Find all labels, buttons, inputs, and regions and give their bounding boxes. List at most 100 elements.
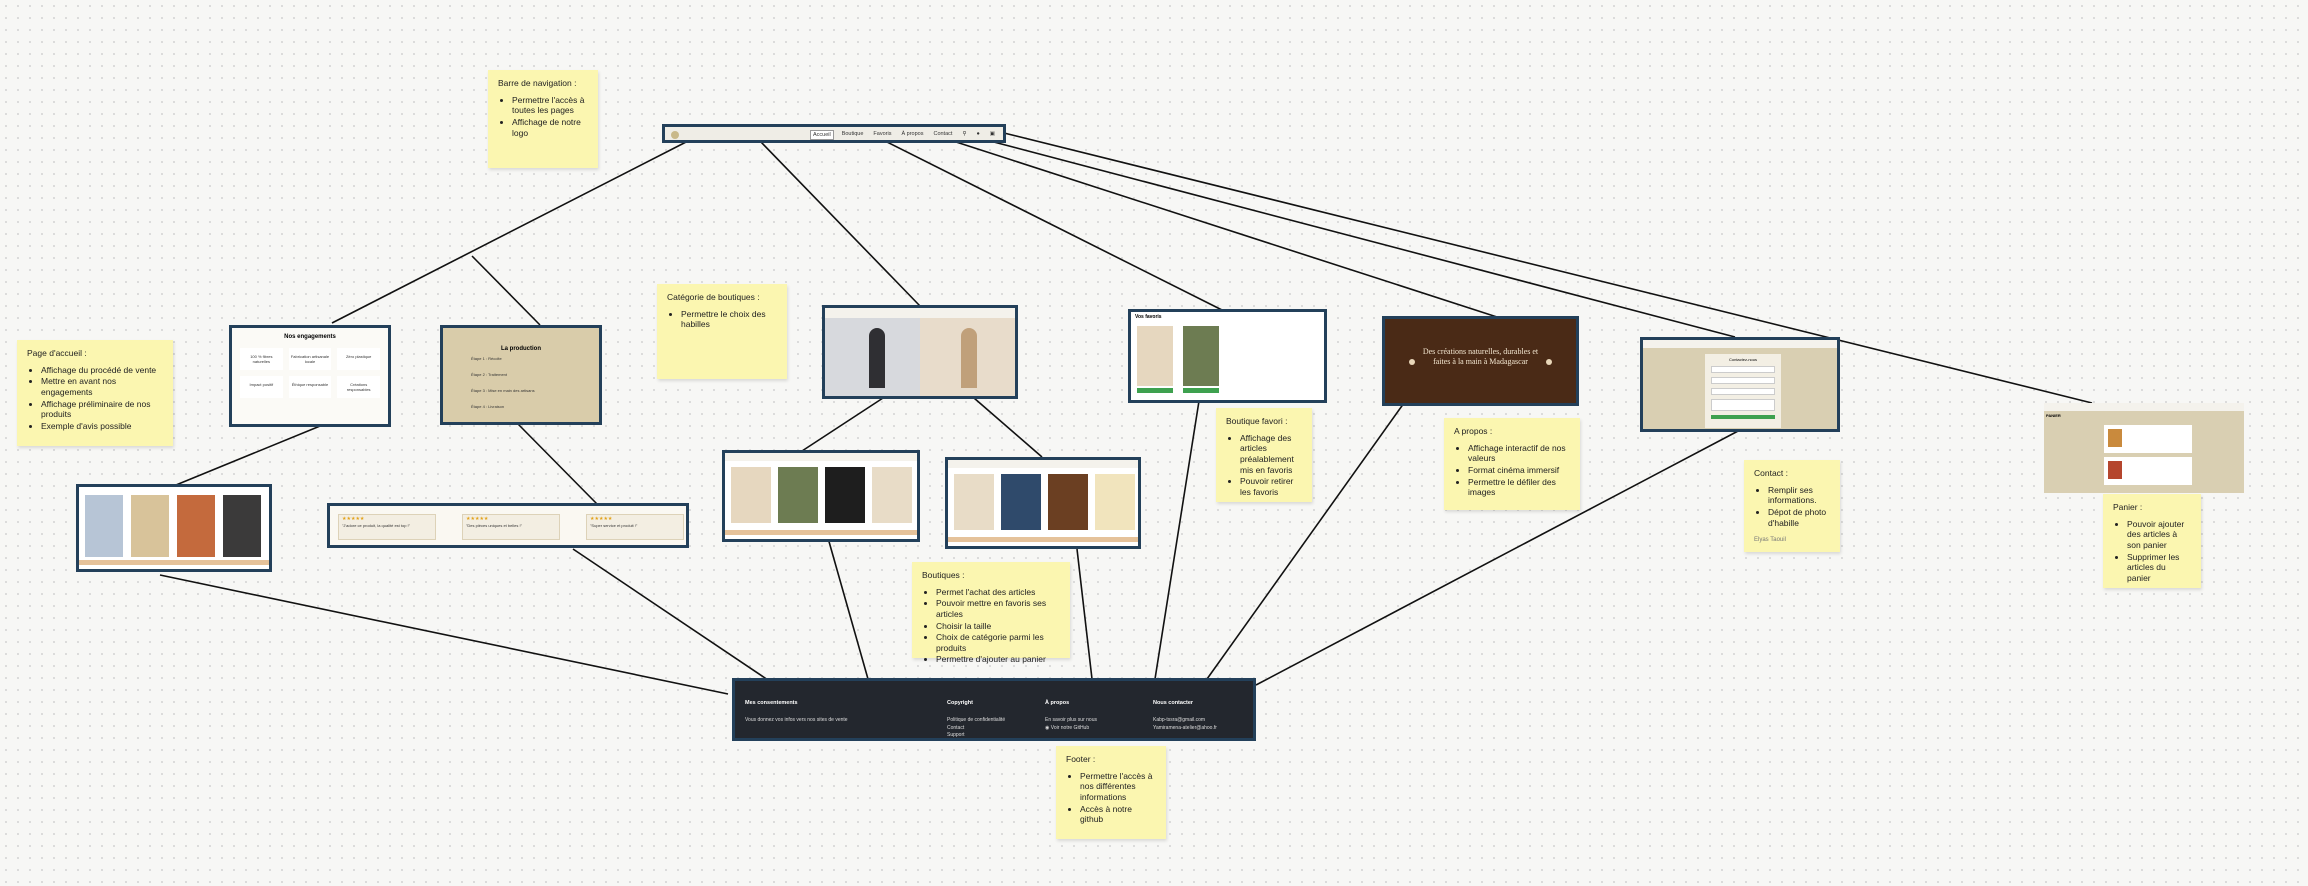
- engagement-card: Fabrication artisanale locale: [288, 348, 332, 370]
- user-icon: ●: [976, 131, 980, 137]
- nav-item-apropos: À propos: [901, 131, 924, 137]
- search-icon: ⚲: [962, 131, 967, 137]
- nav-item-contact: Contact: [933, 131, 953, 137]
- favorites-screenshot: Vos favoris: [1128, 309, 1327, 403]
- note-item: Pouvoir mettre en favoris ses articles: [936, 598, 1060, 619]
- engagements-screenshot: Nos engagements 100 % fibres naturelles …: [229, 325, 391, 427]
- note-item: Affichage des articles préalablement mis…: [1240, 433, 1302, 476]
- footer-link: Voir notre GitHub: [1050, 724, 1090, 731]
- footer-text: En savoir plus sur nous: [1045, 717, 1097, 724]
- note-item: Affichage de notre logo: [512, 117, 588, 138]
- footer-link: Support: [947, 732, 965, 739]
- note-item: Supprimer les articles du panier: [2127, 552, 2191, 584]
- review-stars: ★★★★★: [466, 516, 489, 522]
- note-boutiques: Boutiques : Permet l'achat des articles …: [912, 562, 1070, 664]
- production-screenshot: La production Étape 1 : Récolte Étape 2 …: [440, 325, 602, 425]
- note-home: Page d'accueil : Affichage du procédé de…: [17, 340, 173, 446]
- note-favorites: Boutique favori : Affichage des articles…: [1216, 408, 1312, 502]
- logo-icon: [671, 131, 679, 139]
- footer-text: Vous donnez vos infos vers nos sites de …: [745, 717, 848, 724]
- note-category: Catégorie de boutiques : Permettre le ch…: [657, 284, 787, 379]
- note-footer: Footer : Permettre l'accès à nos différe…: [1056, 746, 1166, 839]
- review-stars: ★★★★★: [590, 516, 613, 522]
- note-navbar: Barre de navigation : Permettre l'accès …: [488, 70, 598, 168]
- cart-screenshot: PANIER: [2044, 403, 2244, 493]
- footer-col-title: Mes consentements: [745, 700, 798, 706]
- note-item: Affichage du procédé de vente: [41, 365, 163, 376]
- note-item: Permettre le choix des habilles: [681, 309, 777, 330]
- production-title: La production: [501, 346, 541, 352]
- products-preview-screenshot: [76, 484, 272, 572]
- favorites-heading: Vos favoris: [1135, 314, 1162, 320]
- note-title: Contact :: [1754, 468, 1789, 478]
- review-stars: ★★★★★: [342, 516, 365, 522]
- note-cart: Panier : Pouvoir ajouter des articles à …: [2103, 494, 2201, 588]
- note-about: A propos : Affichage interactif de nos v…: [1444, 418, 1580, 510]
- footer-col-title: Nous contacter: [1153, 700, 1194, 706]
- note-item: Permet l'achat des articles: [936, 587, 1060, 598]
- navbar-screenshot: Accueil Boutique Favoris À propos Contac…: [662, 124, 1006, 143]
- note-item: Permettre d'ajouter au panier: [936, 654, 1060, 665]
- engagement-card: Impact positif: [240, 376, 283, 398]
- cart-icon: ▣: [989, 131, 995, 137]
- note-title: Catégorie de boutiques :: [667, 292, 760, 302]
- note-item: Pouvoir retirer les favoris: [1240, 476, 1302, 497]
- note-item: Choisir la taille: [936, 621, 1060, 632]
- reviews-screenshot: ★★★★★ "J'adore ce produit, la qualité es…: [327, 503, 689, 548]
- contact-title: Contactez-nous: [1728, 357, 1757, 362]
- production-step: Étape 2 : Traitement: [471, 372, 508, 377]
- review-text: "J'adore ce produit, la qualité est top …: [342, 523, 411, 528]
- note-item: Mettre en avant nos engagements: [41, 376, 163, 397]
- note-title: Panier :: [2113, 502, 2143, 512]
- note-item: Format cinéma immersif: [1468, 465, 1570, 476]
- nav-item-accueil: Accueil: [809, 130, 834, 140]
- note-item: Permettre le défiler des images: [1468, 477, 1570, 498]
- cart-heading: PANIER: [2046, 413, 2061, 418]
- note-item: Permettre l'accès à toutes les pages: [512, 95, 588, 116]
- nav-item-favoris: Favoris: [873, 131, 892, 137]
- note-title: A propos :: [1454, 426, 1493, 436]
- engagement-card: Éthique responsable: [288, 376, 332, 398]
- note-item: Pouvoir ajouter des articles à son panie…: [2127, 519, 2191, 551]
- contact-screenshot: Contactez-nous: [1640, 337, 1840, 432]
- note-item: Dépot de photo d'habille: [1768, 507, 1830, 528]
- footer-col-title: À propos: [1045, 700, 1070, 706]
- footer-link: Contact: [947, 724, 965, 731]
- about-screenshot: Des créations naturelles, durables et fa…: [1382, 316, 1579, 406]
- note-contact: Contact : Remplir ses informations. Dépo…: [1744, 460, 1840, 552]
- note-item: Remplir ses informations.: [1768, 485, 1830, 506]
- engagement-card: Créations responsables: [337, 376, 380, 398]
- engagements-title: Nos engagements: [284, 334, 336, 340]
- carousel-prev-icon: [1409, 359, 1415, 365]
- note-item: Exemple d'avis possible: [41, 421, 163, 432]
- github-icon: ◉: [1045, 724, 1051, 731]
- note-item: Affichage interactif de nos valeurs: [1468, 443, 1570, 464]
- engagement-card: 100 % fibres naturelles: [240, 348, 283, 370]
- footer-link: Yamiramena-atelier@ahoo.fr: [1153, 724, 1217, 731]
- review-text: "Super service et produit !": [590, 523, 638, 528]
- production-step: Étape 4 : Livraison: [471, 404, 505, 409]
- footer-col-title: Copyright: [947, 700, 973, 706]
- note-item: Choix de catégorie parmi les produits: [936, 632, 1060, 653]
- carousel-next-icon: [1546, 359, 1552, 365]
- production-step: Étape 1 : Récolte: [471, 356, 502, 361]
- boutique-screenshot-2: [945, 457, 1141, 549]
- note-title: Boutiques :: [922, 570, 965, 580]
- footer-screenshot: Mes consentements Vous donnez vos infos …: [732, 678, 1256, 741]
- nav-item-boutique: Boutique: [841, 131, 864, 137]
- boutique-screenshot-1: [722, 450, 920, 542]
- note-signature: Elyas Taouil: [1754, 536, 1786, 543]
- note-title: Page d'accueil :: [27, 348, 87, 358]
- engagement-card: Zéro plastique: [337, 348, 380, 370]
- note-item: Accès à notre github: [1080, 804, 1156, 825]
- note-title: Boutique favori :: [1226, 416, 1288, 426]
- note-title: Footer :: [1066, 754, 1096, 764]
- note-item: Affichage préliminaire de nos produits: [41, 399, 163, 420]
- note-item: Permettre l'accès à nos différentes info…: [1080, 771, 1156, 803]
- category-screenshot: [822, 305, 1018, 399]
- note-title: Barre de navigation :: [498, 78, 577, 88]
- about-headline: Des créations naturelles, durables et fa…: [1422, 347, 1539, 366]
- footer-link: Kabp-tssra@gmail.com: [1153, 717, 1206, 724]
- review-text: "Des pièces uniques et belles !": [466, 523, 522, 528]
- footer-link: Politique de confidentialité: [947, 717, 1006, 724]
